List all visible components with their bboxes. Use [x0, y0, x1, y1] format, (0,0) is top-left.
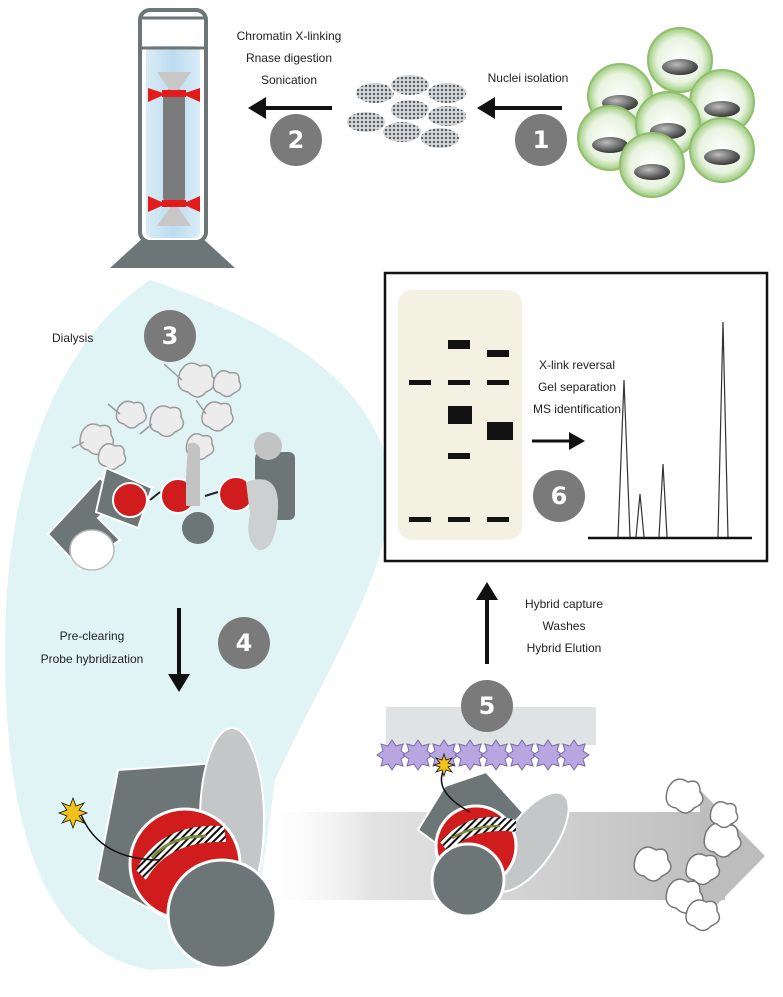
nucleus-icon: [419, 126, 461, 150]
chromatin-icon: [112, 482, 148, 518]
arrow-step-4: [168, 608, 190, 692]
captured-complex: [416, 752, 570, 918]
nucleus-icon: [345, 110, 387, 134]
nucleus-icon: [354, 81, 396, 105]
cells-cluster: [577, 27, 755, 198]
step-4-label-line-2: Probe hybridization: [40, 652, 144, 666]
arrow-step-5: [476, 582, 498, 664]
released-proteins: [633, 778, 742, 932]
step-4-label-line-1: Pre-clearing: [59, 629, 125, 643]
cell-icon: [689, 117, 755, 183]
step-3-label: Dialysis: [52, 331, 94, 345]
cell-icon: [619, 132, 685, 198]
arrow-step-6: [532, 432, 585, 450]
step-6-label-line-2: Gel separation: [537, 380, 617, 394]
protein-tethers: [71, 363, 207, 449]
nucleus-icon: [389, 73, 431, 97]
step-2-badge: 2: [270, 114, 322, 166]
nucleus-icon: [426, 104, 468, 128]
biotin-star-icon: [57, 796, 89, 830]
gel-icon: [398, 290, 522, 540]
step-2-label-line-1: Chromatin X-linking: [236, 29, 342, 43]
cell-icon: [647, 27, 713, 93]
step-3-badge: 3: [144, 310, 196, 362]
step-2-label-line-3: Sonication: [260, 73, 318, 87]
arrow-step-1: [477, 97, 562, 119]
mass-spectrum-icon: [588, 321, 752, 540]
step-5-label-line-3: Hybrid Elution: [526, 641, 602, 655]
step-6-label-line-1: X-link reversal: [538, 358, 616, 372]
step-5-label-line-2: Washes: [542, 619, 586, 633]
step-1-badge: 1: [515, 114, 567, 166]
nucleus-icon: [389, 98, 431, 122]
arrow-step-2: [248, 97, 332, 119]
nucleus-icon: [381, 120, 423, 144]
step-1-label: Nuclei isolation: [487, 71, 569, 85]
test-tube-icon: [110, 8, 235, 268]
step-4-badge: 4: [218, 617, 270, 669]
step-5-badge: 5: [461, 680, 513, 732]
step-6-label-line-3: MS identification: [532, 402, 622, 416]
isolated-nuclei: [345, 73, 468, 150]
free-proteins: [79, 362, 242, 471]
chromatin-complex-small: [46, 432, 295, 571]
step-6-badge: 6: [533, 470, 585, 522]
step-2-label-line-2: Rnase digestion: [245, 51, 333, 65]
protein-complex-icon: [57, 727, 278, 970]
nucleus-icon: [426, 81, 468, 105]
biotin-star-icon: [432, 752, 456, 778]
step-5-label-line-1: Hybrid capture: [524, 597, 604, 611]
